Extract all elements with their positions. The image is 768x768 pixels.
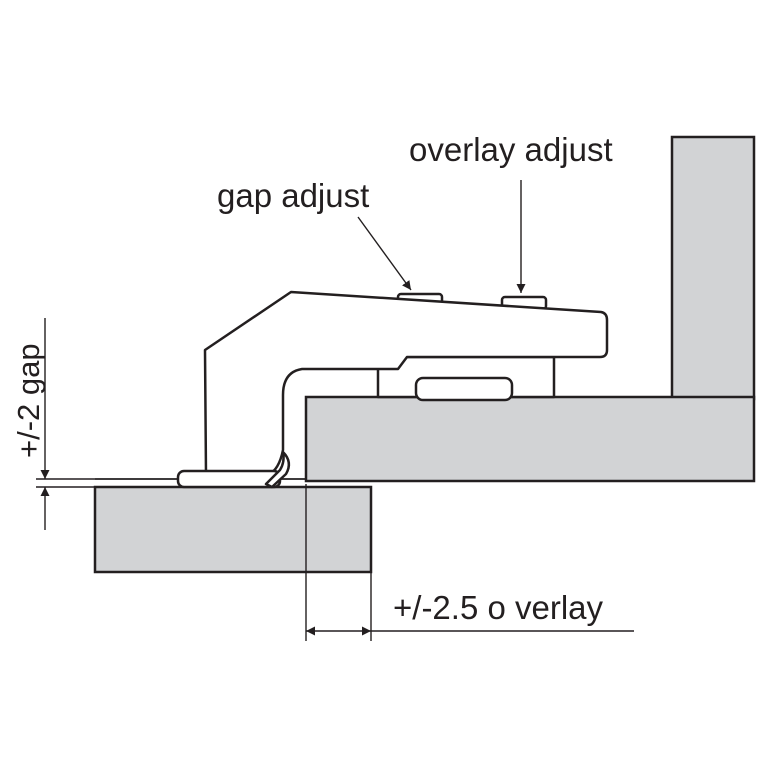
- gap-adjust-label: gap adjust: [217, 177, 369, 214]
- overlay-adjust-label: overlay adjust: [409, 131, 613, 168]
- overlay-label: +/-2.5 o verlay: [393, 589, 604, 626]
- cabinet-side-panel: [670, 135, 756, 401]
- gap-adjust-arrow: [357, 216, 412, 291]
- door-panel: [93, 485, 373, 574]
- hinge-arm: [203, 290, 609, 477]
- gap-label: +/-2 gap: [11, 343, 46, 458]
- hinge-cup-base: [176, 469, 282, 489]
- mounting-plate-slot: [414, 376, 514, 402]
- hinge-link: [264, 450, 291, 489]
- cabinet-base-panel: [304, 395, 756, 483]
